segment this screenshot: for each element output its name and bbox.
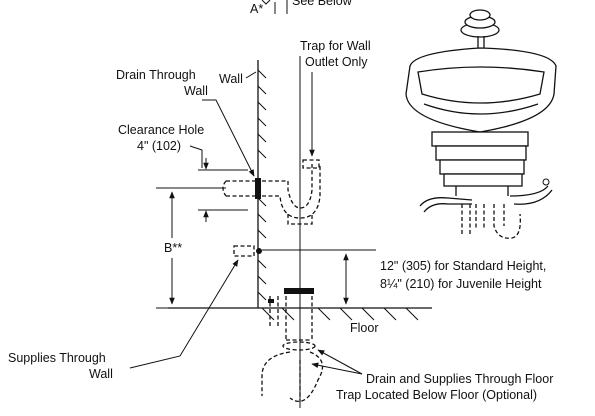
- floor-drain-label: Drain and Supplies Through Floor: [366, 372, 553, 386]
- floor-trap-label: Trap Located Below Floor (Optional): [336, 388, 537, 402]
- supplies-wall-label: Supplies Through: [8, 351, 106, 365]
- height-dimension: 12" (305) for Standard Height, 8¼" (210)…: [262, 249, 546, 305]
- wall-drain-stub: [222, 178, 261, 199]
- juvenile-height-label: 8¼" (210) for Juvenile Height: [380, 277, 542, 291]
- drain-wall-label: Drain Through: [116, 68, 196, 82]
- wall-outlet-trap: [262, 159, 321, 225]
- trap-wall-callout: Trap for Wall Outlet Only: [300, 39, 371, 157]
- floor-drain: [261, 288, 324, 403]
- top-dimension-note: A* See Below: [250, 0, 353, 16]
- a-dimension-label: A*: [250, 2, 263, 16]
- wall-supply-stub: [233, 245, 262, 257]
- clearance-hole-size: 4" (102): [137, 139, 181, 153]
- urinal-illustration: [405, 9, 557, 239]
- clearance-hole-dimension: Clearance Hole 4" (102): [118, 123, 248, 222]
- trap-wall-label: Trap for Wall: [300, 39, 371, 53]
- see-below-label: See Below: [292, 0, 353, 8]
- floor-drain-callout: Drain and Supplies Through Floor Trap Lo…: [311, 349, 553, 402]
- supplies-wall-label-2: Wall: [89, 367, 113, 381]
- drain-wall-callout: Drain Through Wall: [116, 68, 255, 177]
- clearance-hole-label: Clearance Hole: [118, 123, 204, 137]
- floor: [168, 307, 432, 321]
- drain-wall-label-2: Wall: [184, 84, 208, 98]
- wall-label: Wall: [219, 72, 243, 86]
- floor-label: Floor: [350, 321, 378, 335]
- trap-wall-label-2: Outlet Only: [305, 55, 368, 69]
- standard-height-label: 12" (305) for Standard Height,: [380, 259, 546, 273]
- b-dimension: B**: [156, 187, 226, 309]
- supplies-wall-callout: Supplies Through Wall: [8, 259, 239, 381]
- b-dimension-label: B**: [164, 241, 182, 255]
